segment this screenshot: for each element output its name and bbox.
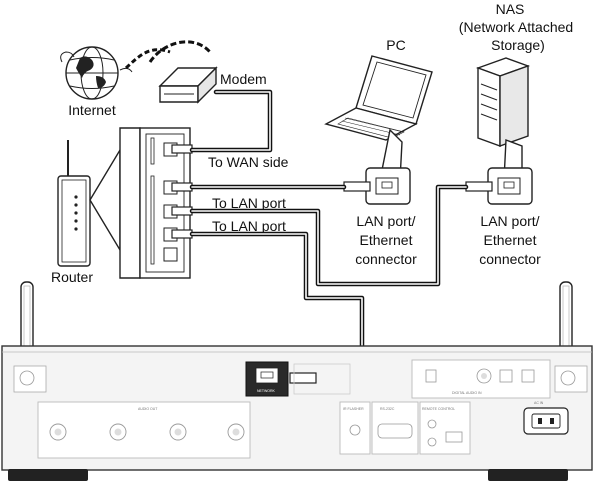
left-foot [8,469,88,481]
router-icon [57,140,91,267]
pc-port-label-line1: LAN port/ [356,213,415,229]
laptop-icon [324,55,433,141]
nas-label-line3: Storage) [491,37,545,53]
right-foot [488,469,568,481]
internet-label: Internet [68,102,116,118]
to-lan-port-label-2: To LAN port [212,218,286,234]
remote-text: REMOTE CONTROL [422,407,455,411]
internet-link-dashed [124,48,171,70]
nas-port-label-line3: connector [479,251,541,267]
network-text: NETWORK [257,389,276,393]
nas-label-line2: (Network Attached [459,19,573,35]
audio-out-text: AUDIO OUT [138,407,158,411]
nas-label-line1: NAS [496,1,525,17]
rs232-text: RS-232C [380,407,395,411]
router-label: Router [51,269,93,285]
to-lan-port-label-1: To LAN port [212,195,286,211]
lan-port-4 [163,247,178,262]
pc-port-label-line3: connector [355,251,417,267]
internet-link-dashed-2 [148,40,212,63]
router-port-panel [119,127,191,279]
nas-port-label-line1: LAN port/ [480,213,539,229]
globe-icon [60,46,133,100]
pc-plug [343,181,371,192]
nas-plug [465,181,493,192]
router-callout [89,147,121,253]
digital-audio-text: DIGITAL AUDIO IN [452,391,482,395]
device-plug [289,372,317,384]
ir-text: IR FLASHER [343,407,364,411]
nas-port-label-line2: Ethernet [484,232,537,248]
nas-icon [475,57,531,147]
device-rear-panel: AUDIO OUT NETWORK DIGITAL AUDIO IN IR FL… [1,281,593,481]
ac-in-text: AC IN [534,401,544,405]
cables [189,89,469,381]
pc-label: PC [386,37,405,53]
modem-label: Modem [220,71,267,87]
modem-icon [158,66,218,104]
to-wan-side-label: To WAN side [208,154,289,170]
pc-port-label-line2: Ethernet [360,232,413,248]
